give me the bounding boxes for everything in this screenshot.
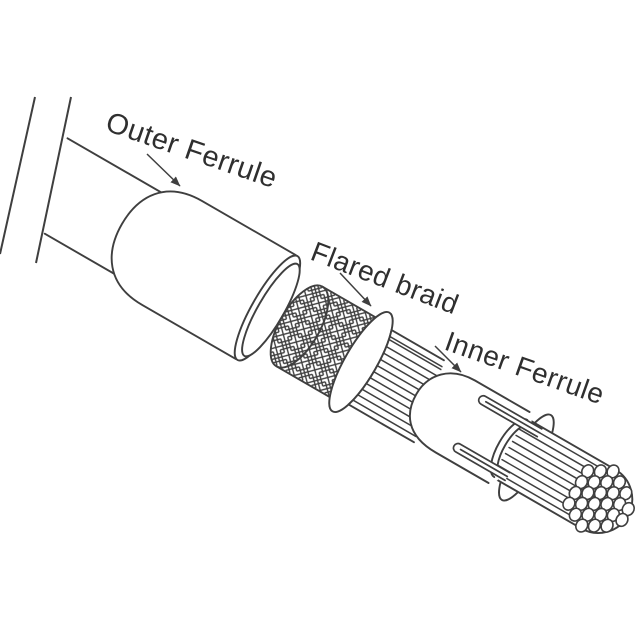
break-line	[0, 96, 36, 255]
break-line	[35, 96, 72, 264]
braid-top-edge	[321, 285, 382, 322]
outer-ferrule-arrow	[146, 153, 181, 187]
slot-upper-strand	[484, 400, 541, 434]
cable-body	[43, 137, 635, 534]
inner-ferrule-arrow	[434, 345, 462, 373]
wire-end	[575, 518, 589, 533]
strand-region-left-arc	[347, 329, 393, 406]
wire-end	[600, 518, 614, 533]
leader-arrows	[146, 153, 462, 373]
outer-ferrule	[110, 190, 302, 362]
wire-end	[562, 496, 576, 511]
outer-ferrule-label: Outer Ferrule	[102, 106, 282, 195]
inner-ferrule-slots	[452, 394, 543, 482]
wire-end	[615, 512, 629, 528]
wire-end	[568, 507, 583, 522]
inner-ferrule-outline	[409, 372, 531, 484]
outer-ferrule-outline	[110, 190, 297, 360]
braid-bottom-edge	[275, 365, 331, 398]
conductor-end-wires	[562, 464, 635, 533]
slot-lower-strand	[459, 448, 509, 478]
cable-break-lines	[0, 96, 72, 264]
strand-region-bottom-edge	[347, 403, 415, 444]
wire-end	[587, 518, 602, 533]
strand-region-top-edge	[390, 329, 445, 362]
flared-braid-arrow	[339, 272, 372, 307]
